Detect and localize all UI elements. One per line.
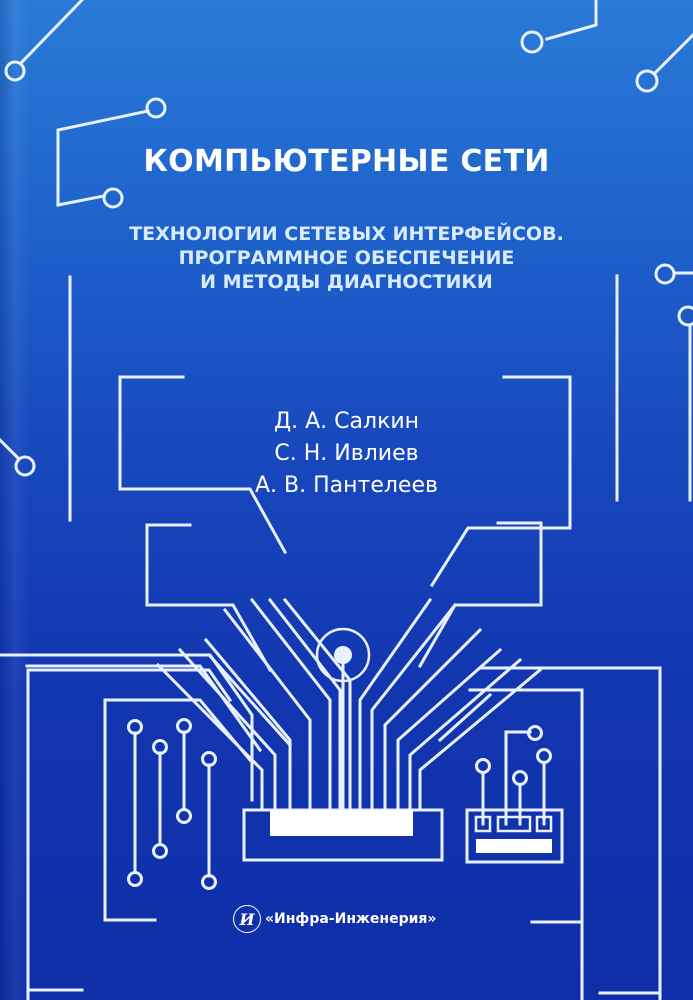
publisher-logo-icon: И bbox=[233, 905, 261, 933]
subtitle-line: ПРОГРАММНОЕ ОБЕСПЕЧЕНИЕ bbox=[178, 247, 515, 269]
spine-shading bbox=[0, 0, 30, 1000]
author-list: Д. А. Салкин С. Н. Ивлиев А. В. Пантелее… bbox=[0, 406, 693, 502]
subtitle-line: И МЕТОДЫ ДИАГНОСТИКИ bbox=[200, 271, 493, 293]
author-name: С. Н. Ивлиев bbox=[274, 441, 419, 466]
author-name: Д. А. Салкин bbox=[273, 409, 420, 434]
subtitle-line: ТЕХНОЛОГИИ СЕТЕВЫХ ИНТЕРФЕЙСОВ. bbox=[129, 223, 564, 245]
author-name: А. В. Пантелеев bbox=[255, 473, 438, 498]
book-subtitle: ТЕХНОЛОГИИ СЕТЕВЫХ ИНТЕРФЕЙСОВ. ПРОГРАММ… bbox=[0, 222, 693, 294]
publisher-imprint: И «Инфра-Инженерия» bbox=[233, 905, 436, 933]
book-title: КОМПЬЮТЕРНЫЕ СЕТИ bbox=[143, 144, 550, 179]
publisher-name: «Инфра-Инженерия» bbox=[265, 911, 437, 927]
